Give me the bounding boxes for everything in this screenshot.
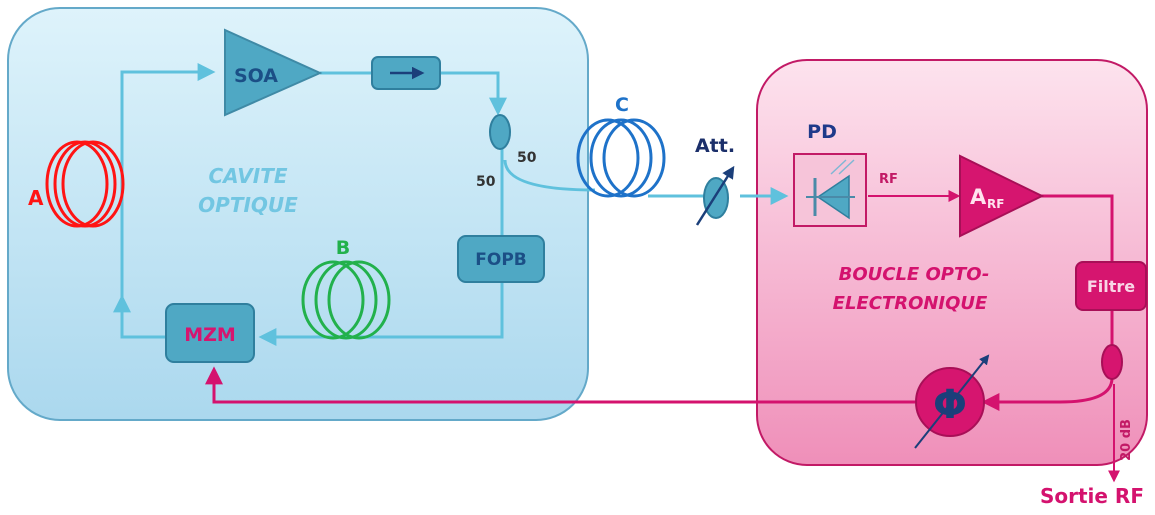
- coupler-50-50: [489, 114, 511, 150]
- attenuator-label: Att.: [695, 135, 735, 157]
- phase-adjust-arrow-icon: [914, 354, 990, 449]
- coupler-20db-label: 20 dB: [1119, 419, 1134, 461]
- path-amp-to-filter: [1040, 194, 1114, 262]
- path-coupler-to-c: [503, 159, 596, 192]
- rf-label: RF: [879, 172, 898, 187]
- attenuator: [695, 165, 735, 226]
- coupler-ratio-bottom: 50: [476, 174, 496, 190]
- fopb-block: FOPB: [457, 235, 545, 283]
- path-a-to-soa: [120, 63, 216, 320]
- attenuator-arrow-icon: [695, 165, 735, 226]
- coupler-ratio-top: 50: [517, 150, 537, 166]
- rf-filter: Filtre: [1075, 261, 1147, 311]
- cavity-title-line1: CAVITE: [208, 164, 287, 188]
- rf-paths: [205, 190, 1120, 483]
- cavity-title-line2: OPTIQUE: [198, 193, 298, 217]
- path-phase-to-mzm: [205, 366, 915, 404]
- fiber-spool-a-icon: [45, 140, 125, 228]
- fiber-b-label: B: [336, 237, 350, 259]
- pd-label: PD: [807, 121, 837, 143]
- path-isolator-to-coupler: [440, 71, 507, 116]
- optical-cavity-panel: [7, 7, 589, 421]
- mzm-label: MZM: [184, 324, 236, 346]
- photodiode: [793, 153, 867, 227]
- rf-amplifier: A RF: [959, 154, 1045, 238]
- light-rays-icon: [830, 159, 855, 175]
- rf-coupler: [1101, 344, 1123, 380]
- fiber-spool-b-icon: [301, 260, 391, 340]
- filter-label: Filtre: [1087, 277, 1135, 296]
- fiber-a-label: A: [28, 186, 44, 210]
- fiber-c-label: C: [615, 94, 629, 116]
- amp-label-main: A: [970, 185, 987, 209]
- fopb-label: FOPB: [475, 250, 526, 270]
- fiber-spool-c-icon: [576, 118, 666, 198]
- phase-shifter: Φ: [914, 354, 990, 449]
- path-mzm-to-a: [113, 294, 166, 339]
- rf-output-label: Sortie RF: [1040, 484, 1144, 508]
- soa-amplifier: SOA: [224, 28, 323, 117]
- optical-isolator: [371, 56, 441, 90]
- loop-title-line1: BOUCLE OPTO-: [839, 264, 990, 285]
- mzm-modulator: MZM: [165, 303, 255, 363]
- loop-title-line2: ELECTRONIQUE: [833, 293, 988, 314]
- path-coupler-to-phase: [981, 377, 1114, 411]
- amp-label-sub: RF: [987, 197, 1004, 211]
- soa-label: SOA: [234, 65, 278, 87]
